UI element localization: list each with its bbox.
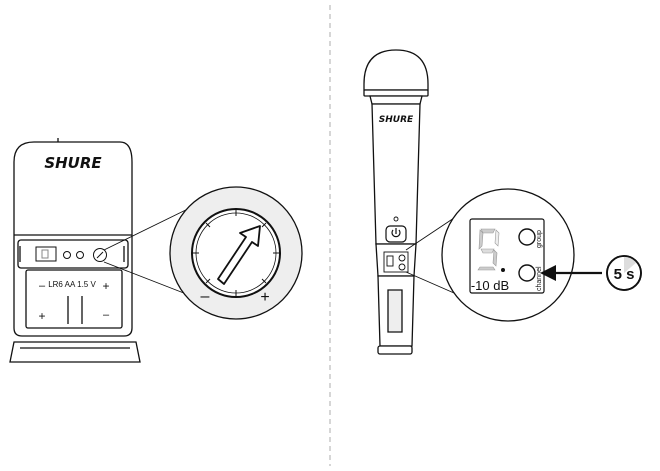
group-button	[518, 228, 536, 246]
battery-minus-bottom: –	[103, 309, 110, 321]
channel-button	[518, 264, 536, 282]
pointer-arrow-icon	[540, 265, 602, 281]
timer-icon	[606, 255, 642, 291]
channel-label: channel	[536, 266, 543, 291]
power-icon	[385, 216, 407, 243]
display-dot	[501, 268, 505, 272]
gain-plus: +	[260, 289, 269, 306]
battery-minus-top: –	[39, 280, 46, 292]
bodypack-transmitter	[9, 138, 141, 363]
bodypack-display	[35, 246, 57, 262]
battery-label: LR6 AA 1.5 V	[48, 280, 96, 289]
seven-segment-digit	[477, 228, 500, 271]
group-label: group	[536, 230, 543, 248]
bodypack-buttons	[63, 248, 107, 262]
battery-plus-top: +	[102, 279, 109, 293]
timer-label: 5 s	[614, 266, 635, 283]
mic-brand: SHURE	[379, 115, 414, 125]
handheld-microphone	[363, 49, 429, 355]
gain-minus: –	[201, 288, 210, 305]
display-zoom-circle	[441, 188, 575, 322]
level-readout: -10 dB	[471, 278, 509, 293]
mic-mini-display	[383, 251, 409, 273]
bodypack-brand: SHURE	[44, 154, 102, 172]
battery-plus-bottom: +	[38, 309, 45, 323]
gain-arrow-icon	[217, 225, 261, 285]
